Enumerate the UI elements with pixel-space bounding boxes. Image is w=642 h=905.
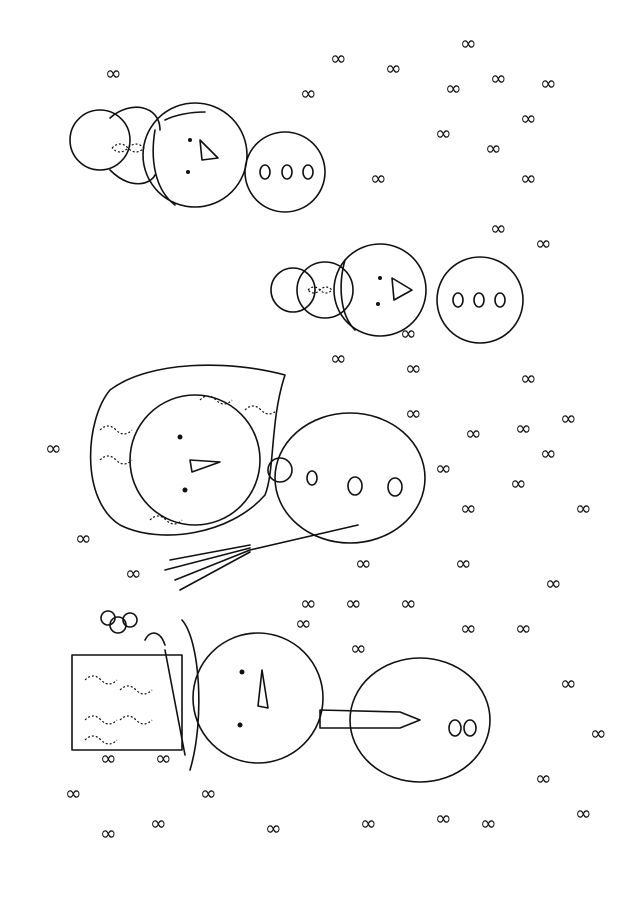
infinity-icon: ∞ — [560, 406, 577, 430]
snowman-top — [69, 102, 326, 213]
infinity-icon: ∞ — [480, 811, 497, 835]
infinity-icon: ∞ — [435, 806, 452, 830]
snowman-middle — [270, 243, 524, 344]
infinity-icon: ∞ — [345, 591, 362, 615]
infinity-icon: ∞ — [510, 471, 527, 495]
infinity-icon: ∞ — [575, 801, 592, 825]
infinity-icon: ∞ — [350, 636, 367, 660]
infinity-icon: ∞ — [560, 671, 577, 695]
infinity-icon: ∞ — [520, 106, 537, 130]
infinity-icon: ∞ — [520, 366, 537, 390]
infinity-icon: ∞ — [590, 721, 607, 745]
infinity-icon: ∞ — [300, 81, 317, 105]
infinity-icon: ∞ — [370, 166, 387, 190]
infinity-icon: ∞ — [400, 591, 417, 615]
infinity-icon: ∞ — [520, 166, 537, 190]
infinity-icon: ∞ — [485, 136, 502, 160]
infinity-icon: ∞ — [575, 496, 592, 520]
infinity-icon: ∞ — [265, 816, 282, 840]
infinity-icon: ∞ — [445, 76, 462, 100]
infinity-icon: ∞ — [435, 456, 452, 480]
infinity-decorations: ∞ ∞ ∞ ∞ ∞ ∞ ∞ ∞ ∞ ∞ ∞ ∞ ∞ ∞ ∞ ∞ ∞ ∞ ∞ ∞ ∞ ∞ ∞ ∞ ∞ ∞ ∞ ∞ ∞ ∞ ∞ ∞ ∞ ∞ ∞ ∞ ∞ ∞ ∞ ∞… — [45, 31, 607, 845]
infinity-icon: ∞ — [385, 56, 402, 80]
infinity-icon: ∞ — [460, 31, 477, 55]
infinity-icon: ∞ — [405, 401, 422, 425]
infinity-icon: ∞ — [535, 766, 552, 790]
infinity-icon: ∞ — [460, 616, 477, 640]
infinity-icon: ∞ — [435, 121, 452, 145]
infinity-icon: ∞ — [540, 441, 557, 465]
infinity-icon: ∞ — [125, 561, 142, 585]
infinity-icon: ∞ — [75, 526, 92, 550]
infinity-icon: ∞ — [465, 421, 482, 445]
infinity-icon: ∞ — [540, 71, 557, 95]
infinity-icon: ∞ — [330, 346, 347, 370]
infinity-icon: ∞ — [105, 61, 122, 85]
infinity-icon: ∞ — [100, 746, 117, 770]
infinity-icon: ∞ — [150, 811, 167, 835]
infinity-icon: ∞ — [45, 436, 62, 460]
infinity-icon: ∞ — [100, 821, 117, 845]
infinity-icon: ∞ — [295, 611, 312, 635]
infinity-icon: ∞ — [515, 616, 532, 640]
snowman-hat — [71, 610, 491, 783]
infinity-icon: ∞ — [355, 551, 372, 575]
infinity-icon: ∞ — [200, 781, 217, 805]
infinity-icon: ∞ — [300, 591, 317, 615]
infinity-icon: ∞ — [515, 416, 532, 440]
infinity-icon: ∞ — [490, 66, 507, 90]
infinity-icon: ∞ — [65, 781, 82, 805]
snowman-hood — [89, 364, 426, 591]
infinity-icon: ∞ — [460, 496, 477, 520]
infinity-icon: ∞ — [360, 811, 377, 835]
infinity-icon: ∞ — [535, 231, 552, 255]
infinity-icon: ∞ — [455, 551, 472, 575]
infinity-icon: ∞ — [490, 216, 507, 240]
infinity-icon: ∞ — [330, 46, 347, 70]
infinity-icon: ∞ — [545, 571, 562, 595]
infinity-icon: ∞ — [155, 746, 172, 770]
infinity-icon: ∞ — [405, 356, 422, 380]
infinity-icon: ∞ — [400, 321, 417, 345]
